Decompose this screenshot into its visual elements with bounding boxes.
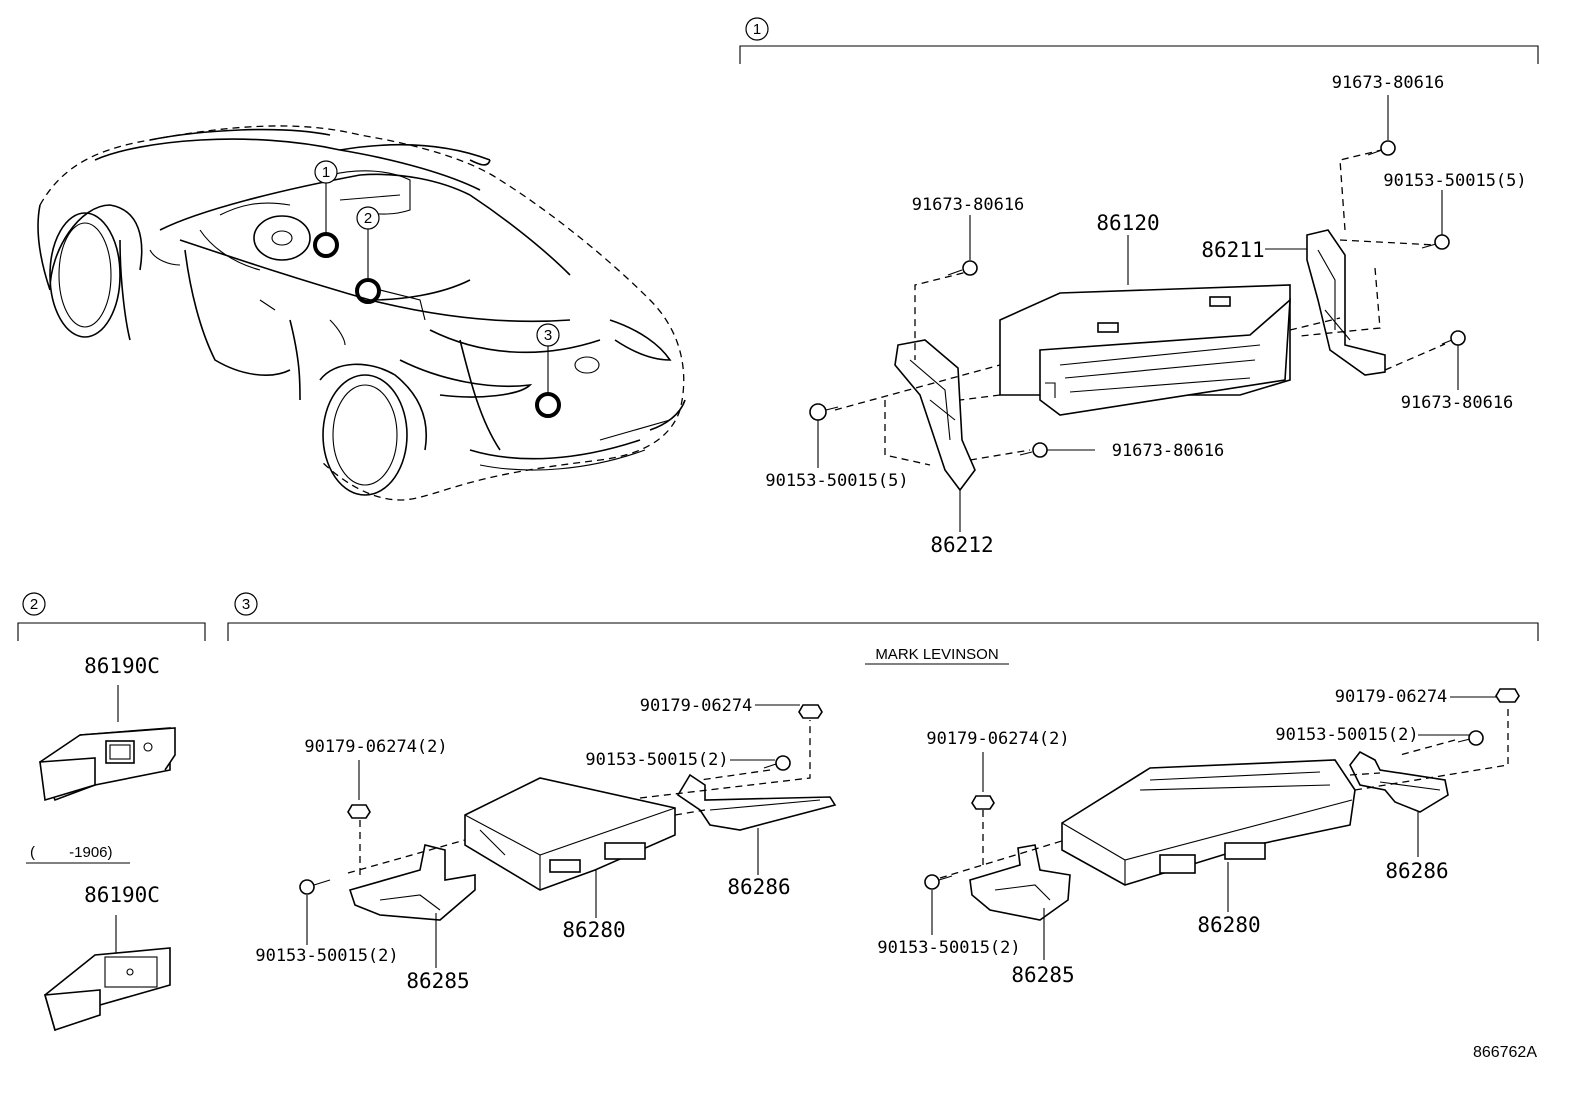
section-1: 1 <box>739 17 1539 557</box>
amplifier-86280-right[interactable] <box>1061 759 1356 886</box>
nut-icon[interactable] <box>1495 688 1520 703</box>
bolt-icon[interactable] <box>1457 730 1484 746</box>
bracket-86211[interactable] <box>1306 229 1386 376</box>
section-2-number: 2 <box>30 596 38 613</box>
label-90153-50015: 90153-50015(2) <box>255 946 398 966</box>
label-86280: 86280 <box>1197 913 1260 937</box>
label-91673-80616: 91673-80616 <box>1332 73 1445 93</box>
section-1-number: 1 <box>753 21 761 38</box>
label-86190C: 86190C <box>84 654 160 678</box>
callout-number: 1 <box>322 164 330 181</box>
label-90153-50015: 90153-50015(2) <box>1275 725 1418 745</box>
bolt-icon[interactable] <box>809 403 839 421</box>
label-86190C: 86190C <box>84 883 160 907</box>
switch-86190C[interactable] <box>39 727 176 802</box>
label-86280: 86280 <box>562 918 625 942</box>
bolt-icon[interactable] <box>1019 442 1048 458</box>
section-2: 2 86190C ( -1906) 86190C <box>17 592 206 1032</box>
bolt-icon[interactable] <box>1441 330 1466 346</box>
label-90179-06274: 90179-06274(2) <box>926 729 1069 749</box>
callout-number: 3 <box>544 327 552 344</box>
bracket-86286-right[interactable] <box>1349 750 1449 813</box>
bolt-icon[interactable] <box>947 260 978 276</box>
label-90153-50015: 90153-50015(2) <box>877 938 1020 958</box>
nut-icon[interactable] <box>971 795 995 810</box>
switch-86190C-early[interactable] <box>43 947 171 1032</box>
date-range: ( -1906) <box>30 844 113 861</box>
label-86286: 86286 <box>1385 859 1448 883</box>
nut-icon[interactable] <box>798 704 823 719</box>
bolt-icon[interactable] <box>1421 234 1450 250</box>
section-3: 3 MARK LEVINSON <box>227 592 1539 993</box>
label-91673-80616: 91673-80616 <box>1401 393 1514 413</box>
bolt-icon[interactable] <box>1367 140 1396 156</box>
label-90179-06274: 90179-06274(2) <box>304 737 447 757</box>
bolt-icon[interactable] <box>924 874 953 890</box>
bracket-86285-right[interactable] <box>969 844 1071 921</box>
label-90153-50015: 90153-50015(5) <box>1383 171 1526 191</box>
label-90153-50015: 90153-50015(5) <box>765 471 908 491</box>
label-86285: 86285 <box>1011 963 1074 987</box>
label-86211: 86211 <box>1201 238 1264 262</box>
bracket-86212[interactable] <box>894 339 976 492</box>
diagram-id: 866762A <box>1473 1044 1537 1061</box>
label-86286: 86286 <box>727 875 790 899</box>
label-86120: 86120 <box>1096 211 1159 235</box>
label-86212: 86212 <box>930 533 993 557</box>
car-callout-2[interactable]: 2 <box>355 206 381 304</box>
label-90179-06274: 90179-06274 <box>640 696 753 716</box>
vehicle-illustration <box>37 125 686 501</box>
head-unit-86120[interactable] <box>999 284 1291 416</box>
section-subtitle: MARK LEVINSON <box>875 646 998 663</box>
section-3-number: 3 <box>242 596 250 613</box>
car-callout-1[interactable]: 1 <box>313 160 339 258</box>
label-86285: 86285 <box>406 969 469 993</box>
bolt-icon[interactable] <box>763 755 791 771</box>
label-91673-80616: 91673-80616 <box>912 195 1025 215</box>
amplifier-86280-left[interactable] <box>464 777 676 891</box>
bracket-86286-left[interactable] <box>676 773 837 831</box>
car-callout-3[interactable]: 3 <box>535 323 561 418</box>
nut-icon[interactable] <box>347 804 371 819</box>
callout-number: 2 <box>364 210 372 227</box>
label-90153-50015: 90153-50015(2) <box>585 750 728 770</box>
label-90179-06274: 90179-06274 <box>1335 687 1448 707</box>
bolt-icon[interactable] <box>299 879 331 895</box>
bracket-86285-left[interactable] <box>348 844 476 921</box>
label-91673-80616: 91673-80616 <box>1112 441 1225 461</box>
